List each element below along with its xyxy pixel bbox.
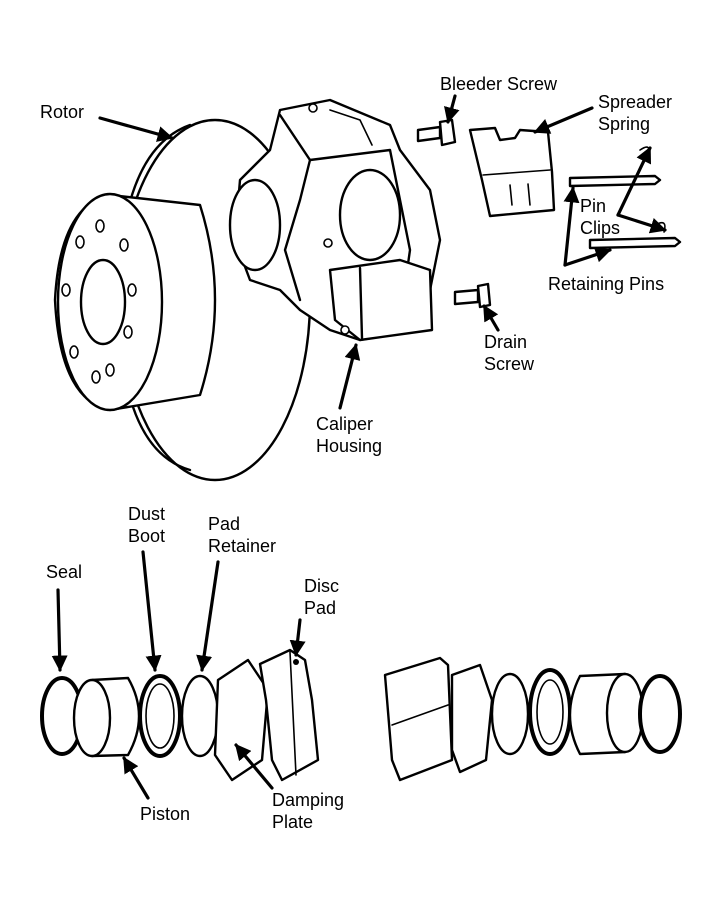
- drain-screw-illustration: [453, 282, 492, 309]
- retaining-pins-label: Retaining Pins: [548, 274, 664, 294]
- damping-plate-label-1: Damping: [272, 790, 344, 810]
- disc-pad-illustration-2: [383, 656, 454, 782]
- dust-boot-illustration-2: [528, 668, 572, 756]
- seal-illustration-2: [638, 674, 682, 754]
- pad-retainer-label-2: Retainer: [208, 536, 276, 556]
- piston-illustration-2: [568, 672, 645, 756]
- drain-screw-label-1: Drain: [484, 332, 527, 352]
- top-leaders: [98, 94, 667, 410]
- rotor-label: Rotor: [40, 102, 84, 122]
- pad-retainer-illustration: [180, 674, 220, 758]
- dust-boot-illustration: [138, 674, 182, 758]
- pad-retainer-illustration-2: [490, 672, 530, 756]
- bleeder-screw-label: Bleeder Screw: [440, 74, 558, 94]
- dust-boot-label-2: Boot: [128, 526, 165, 546]
- damping-plate-illustration-2: [450, 663, 494, 774]
- disc-pad-illustration: [258, 648, 320, 782]
- damping-plate-label-2: Plate: [272, 812, 313, 832]
- seal-label: Seal: [46, 562, 82, 582]
- bottom-leaders: [51, 550, 306, 800]
- spreader-spring-illustration: [468, 126, 556, 218]
- dust-boot-label-1: Dust: [128, 504, 165, 524]
- piston-label: Piston: [140, 804, 190, 824]
- caliper-housing-label-1: Caliper: [316, 414, 373, 434]
- disc-pad-label-1: Disc: [304, 576, 339, 596]
- damping-plate-illustration: [213, 658, 270, 782]
- piston-illustration: [72, 676, 141, 758]
- pin-clips-label-2: Clips: [580, 218, 620, 238]
- spreader-spring-label-1: Spreader: [598, 92, 672, 112]
- disc-pad-label-2: Pad: [304, 598, 336, 618]
- spreader-spring-label-2: Spring: [598, 114, 650, 134]
- pin-clips-label-1: Pin: [580, 196, 606, 216]
- pad-retainer-label-1: Pad: [208, 514, 240, 534]
- bleeder-screw-illustration: [416, 118, 457, 147]
- drain-screw-label-2: Screw: [484, 354, 535, 374]
- caliper-housing-label-2: Housing: [316, 436, 382, 456]
- caliper-housing-illustration: [228, 98, 442, 342]
